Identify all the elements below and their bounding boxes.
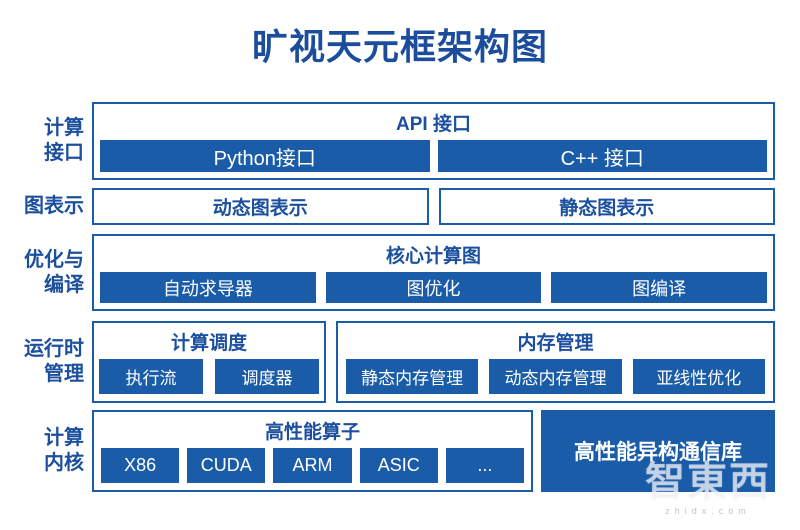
arm-block: ARM	[273, 448, 352, 483]
row-label-line: 管理	[44, 363, 84, 385]
row-content-optimization-compilation: 核心计算图 自动求导器 图优化 图编译	[92, 234, 775, 311]
execution-stream-block: 执行流	[99, 359, 203, 394]
static-graph-box: 静态图表示	[438, 188, 775, 225]
row-label-line: 内核	[44, 452, 84, 474]
cpp-interface-block: C++ 接口	[437, 140, 767, 172]
graph-optimization-block: 图优化	[325, 272, 542, 303]
row-label-graph-representation: 图表示	[0, 188, 92, 225]
row-compute-kernel: 计算 内核 高性能算子 X86 CUDA ARM ASIC ... 高性能异构通…	[0, 410, 800, 492]
asic-block: ASIC	[359, 448, 438, 483]
api-interface-title: API 接口	[396, 114, 471, 135]
row-label-compute-interface: 计算 接口	[0, 102, 92, 180]
scheduler-block: 调度器	[215, 359, 319, 394]
graph-compilation-block: 图编译	[551, 272, 768, 303]
row-optimization-compilation: 优化与 编译 核心计算图 自动求导器 图优化 图编译	[0, 234, 800, 311]
compute-scheduling-box: 计算调度 执行流 调度器	[92, 321, 326, 403]
diagram-body: 计算 接口 API 接口 Python接口 C++ 接口 图表示 动态图表示	[0, 102, 800, 492]
row-content-compute-interface: API 接口 Python接口 C++ 接口	[92, 102, 775, 180]
cuda-block: CUDA	[187, 448, 266, 483]
heterogeneous-comm-lib-box: 高性能异构通信库	[541, 410, 775, 492]
row-label-line: 计算	[44, 427, 84, 449]
core-compute-graph-title: 核心计算图	[385, 246, 481, 267]
operator-backend-buttons: X86 CUDA ARM ASIC ...	[94, 448, 531, 490]
api-interface-buttons: Python接口 C++ 接口	[94, 140, 773, 178]
memory-management-title: 内存管理	[517, 333, 594, 354]
row-label-line: 运行时	[24, 338, 84, 360]
sublinear-optimization-block: 亚线性优化	[632, 359, 765, 394]
memory-management-box: 内存管理 静态内存管理 动态内存管理 亚线性优化	[336, 321, 775, 403]
x86-block: X86	[101, 448, 180, 483]
python-interface-block: Python接口	[100, 140, 430, 172]
static-memory-block: 静态内存管理	[346, 359, 479, 394]
core-compute-graph-buttons: 自动求导器 图优化 图编译	[94, 272, 773, 309]
row-label-runtime-management: 运行时 管理	[0, 321, 92, 403]
row-compute-interface: 计算 接口 API 接口 Python接口 C++ 接口	[0, 102, 800, 180]
row-content-runtime-management: 计算调度 执行流 调度器 内存管理 静态内存管理 动态内存管理 亚线性优化	[92, 321, 775, 403]
autodiff-block: 自动求导器	[100, 272, 316, 303]
page-title: 旷视天元框架构图	[251, 26, 548, 67]
compute-scheduling-buttons: 执行流 调度器	[94, 359, 324, 401]
row-label-line: 编译	[44, 273, 84, 296]
row-label-line: 图表示	[24, 195, 84, 217]
zhidongxi-watermark-site: zhidx.com	[665, 506, 751, 516]
high-performance-operators-box: 高性能算子 X86 CUDA ARM ASIC ...	[92, 410, 533, 492]
memory-management-buttons: 静态内存管理 动态内存管理 亚线性优化	[338, 359, 773, 401]
row-label-optimization-compilation: 优化与 编译	[0, 234, 92, 311]
row-runtime-management: 运行时 管理 计算调度 执行流 调度器 内存管理 静态内存管理 动态内存管理	[0, 321, 800, 403]
row-label-line: 接口	[44, 142, 84, 164]
row-content-compute-kernel: 高性能算子 X86 CUDA ARM ASIC ... 高性能异构通信库	[92, 410, 775, 492]
core-compute-graph-box: 核心计算图 自动求导器 图优化 图编译	[92, 234, 775, 311]
row-content-graph-representation: 动态图表示 静态图表示	[92, 188, 775, 225]
row-label-compute-kernel: 计算 内核	[0, 410, 92, 492]
row-label-line: 计算	[44, 117, 84, 139]
dynamic-memory-block: 动态内存管理	[489, 359, 622, 394]
high-performance-operators-title: 高性能算子	[264, 422, 360, 443]
dynamic-graph-box: 动态图表示	[92, 188, 429, 225]
row-label-line: 优化与	[24, 248, 84, 271]
megengine-architecture-diagram: 旷视天元框架构图 计算 接口 API 接口 Python接口 C++ 接口	[0, 18, 800, 516]
row-graph-representation: 图表示 动态图表示 静态图表示	[0, 188, 800, 225]
api-interface-box: API 接口 Python接口 C++ 接口	[92, 102, 775, 180]
compute-scheduling-title: 计算调度	[170, 333, 247, 354]
more-backends-block: ...	[445, 448, 525, 483]
